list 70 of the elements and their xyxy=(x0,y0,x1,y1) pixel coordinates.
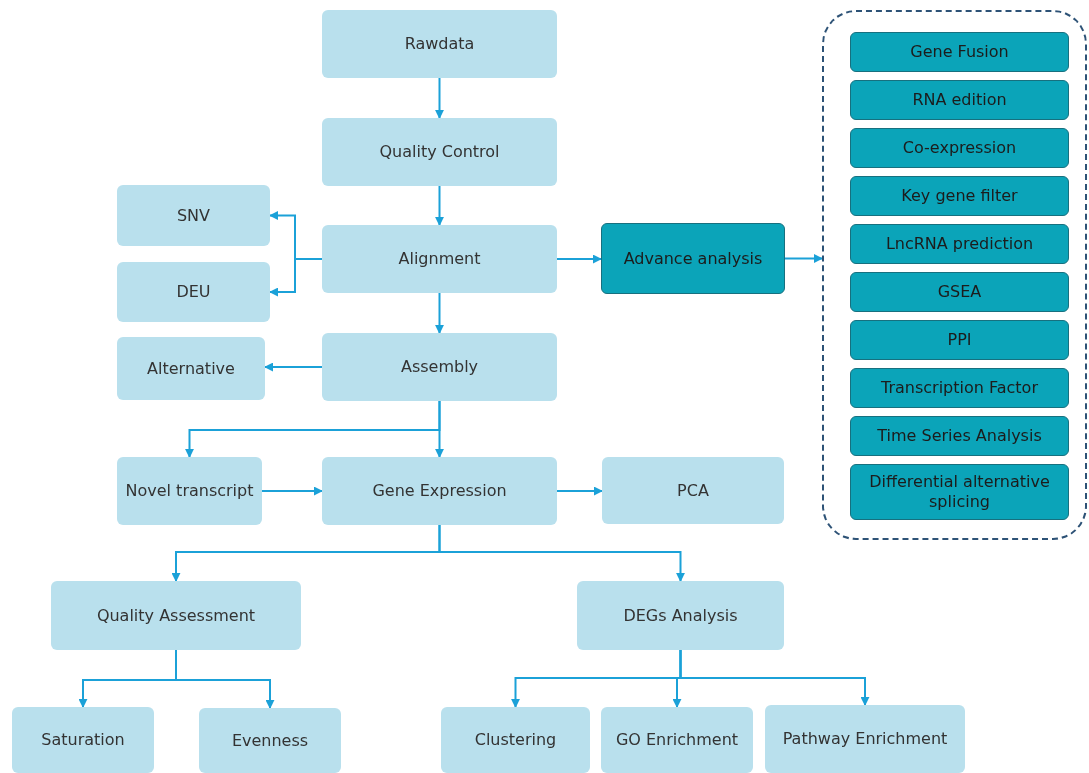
box-label: Time Series Analysis xyxy=(877,426,1042,446)
process-box xyxy=(117,337,265,400)
box-label: Alternative xyxy=(147,358,235,379)
arrow xyxy=(679,649,870,706)
process-box xyxy=(601,707,753,773)
box-label: GO Enrichment xyxy=(615,730,739,750)
box-label: PPI xyxy=(947,330,972,350)
process-box xyxy=(322,333,557,401)
analysis-box xyxy=(850,32,1069,72)
arrow xyxy=(435,292,444,334)
box-label: RNA edition xyxy=(912,90,1007,110)
arrow xyxy=(438,524,685,582)
process-box xyxy=(12,707,154,773)
process-box xyxy=(602,457,784,524)
box-label: GSEA xyxy=(937,282,982,302)
analysis-box xyxy=(850,272,1069,312)
process-box xyxy=(322,225,557,293)
process-box xyxy=(51,581,301,650)
arrow xyxy=(435,400,444,458)
arrow xyxy=(175,649,275,709)
box-label: Novel transcript xyxy=(125,481,254,501)
box-label: Rawdata xyxy=(404,34,475,54)
process-box xyxy=(117,262,270,322)
box-label: Differential alternative splicing xyxy=(868,472,1051,512)
box-label: Co-expression xyxy=(902,138,1017,158)
dashed-group-frame xyxy=(822,10,1087,540)
box-label: Alignment xyxy=(398,249,481,269)
box-label: DEU xyxy=(176,282,211,302)
arrow xyxy=(269,258,323,297)
arrow xyxy=(556,486,603,496)
process-box xyxy=(117,185,270,246)
box-label: Gene Expression xyxy=(372,481,507,501)
process-box xyxy=(765,705,965,773)
box-label: Transcription Factor xyxy=(881,378,1038,398)
analysis-box xyxy=(601,223,785,294)
analysis-box xyxy=(850,224,1069,264)
analysis-box xyxy=(850,320,1069,360)
box-label: SNV xyxy=(176,205,211,226)
process-box xyxy=(322,457,557,525)
box-label: Advance analysis xyxy=(623,248,763,269)
arrow xyxy=(435,77,444,119)
box-label: Pathway Enrichment xyxy=(782,729,948,749)
box-label: Clustering xyxy=(474,730,557,750)
box-label: Assembly xyxy=(400,357,479,377)
analysis-box xyxy=(850,416,1069,456)
analysis-box xyxy=(850,176,1069,216)
arrow xyxy=(261,486,323,496)
arrow xyxy=(556,254,602,264)
analysis-box xyxy=(850,128,1069,168)
box-label: Gene Fusion xyxy=(910,42,1009,62)
process-box xyxy=(322,118,557,186)
process-box xyxy=(441,707,590,773)
analysis-box xyxy=(850,464,1069,520)
analysis-box xyxy=(850,368,1069,408)
box-label: DEGs Analysis xyxy=(623,605,738,626)
box-label: Key gene filter xyxy=(901,186,1018,206)
arrow xyxy=(264,362,323,372)
box-label: LncRNA prediction xyxy=(885,234,1034,254)
box-label: PCA xyxy=(677,480,709,501)
process-box xyxy=(322,10,557,78)
box-label: Quality Assessment xyxy=(96,605,256,626)
analysis-box xyxy=(850,80,1069,120)
box-label: Quality Control xyxy=(379,142,500,162)
process-box xyxy=(199,708,341,773)
arrow xyxy=(435,185,444,226)
process-box xyxy=(577,581,784,650)
box-label: Saturation xyxy=(41,730,125,750)
process-box xyxy=(117,457,262,525)
arrow xyxy=(784,254,823,263)
box-label: Evenness xyxy=(231,730,309,751)
